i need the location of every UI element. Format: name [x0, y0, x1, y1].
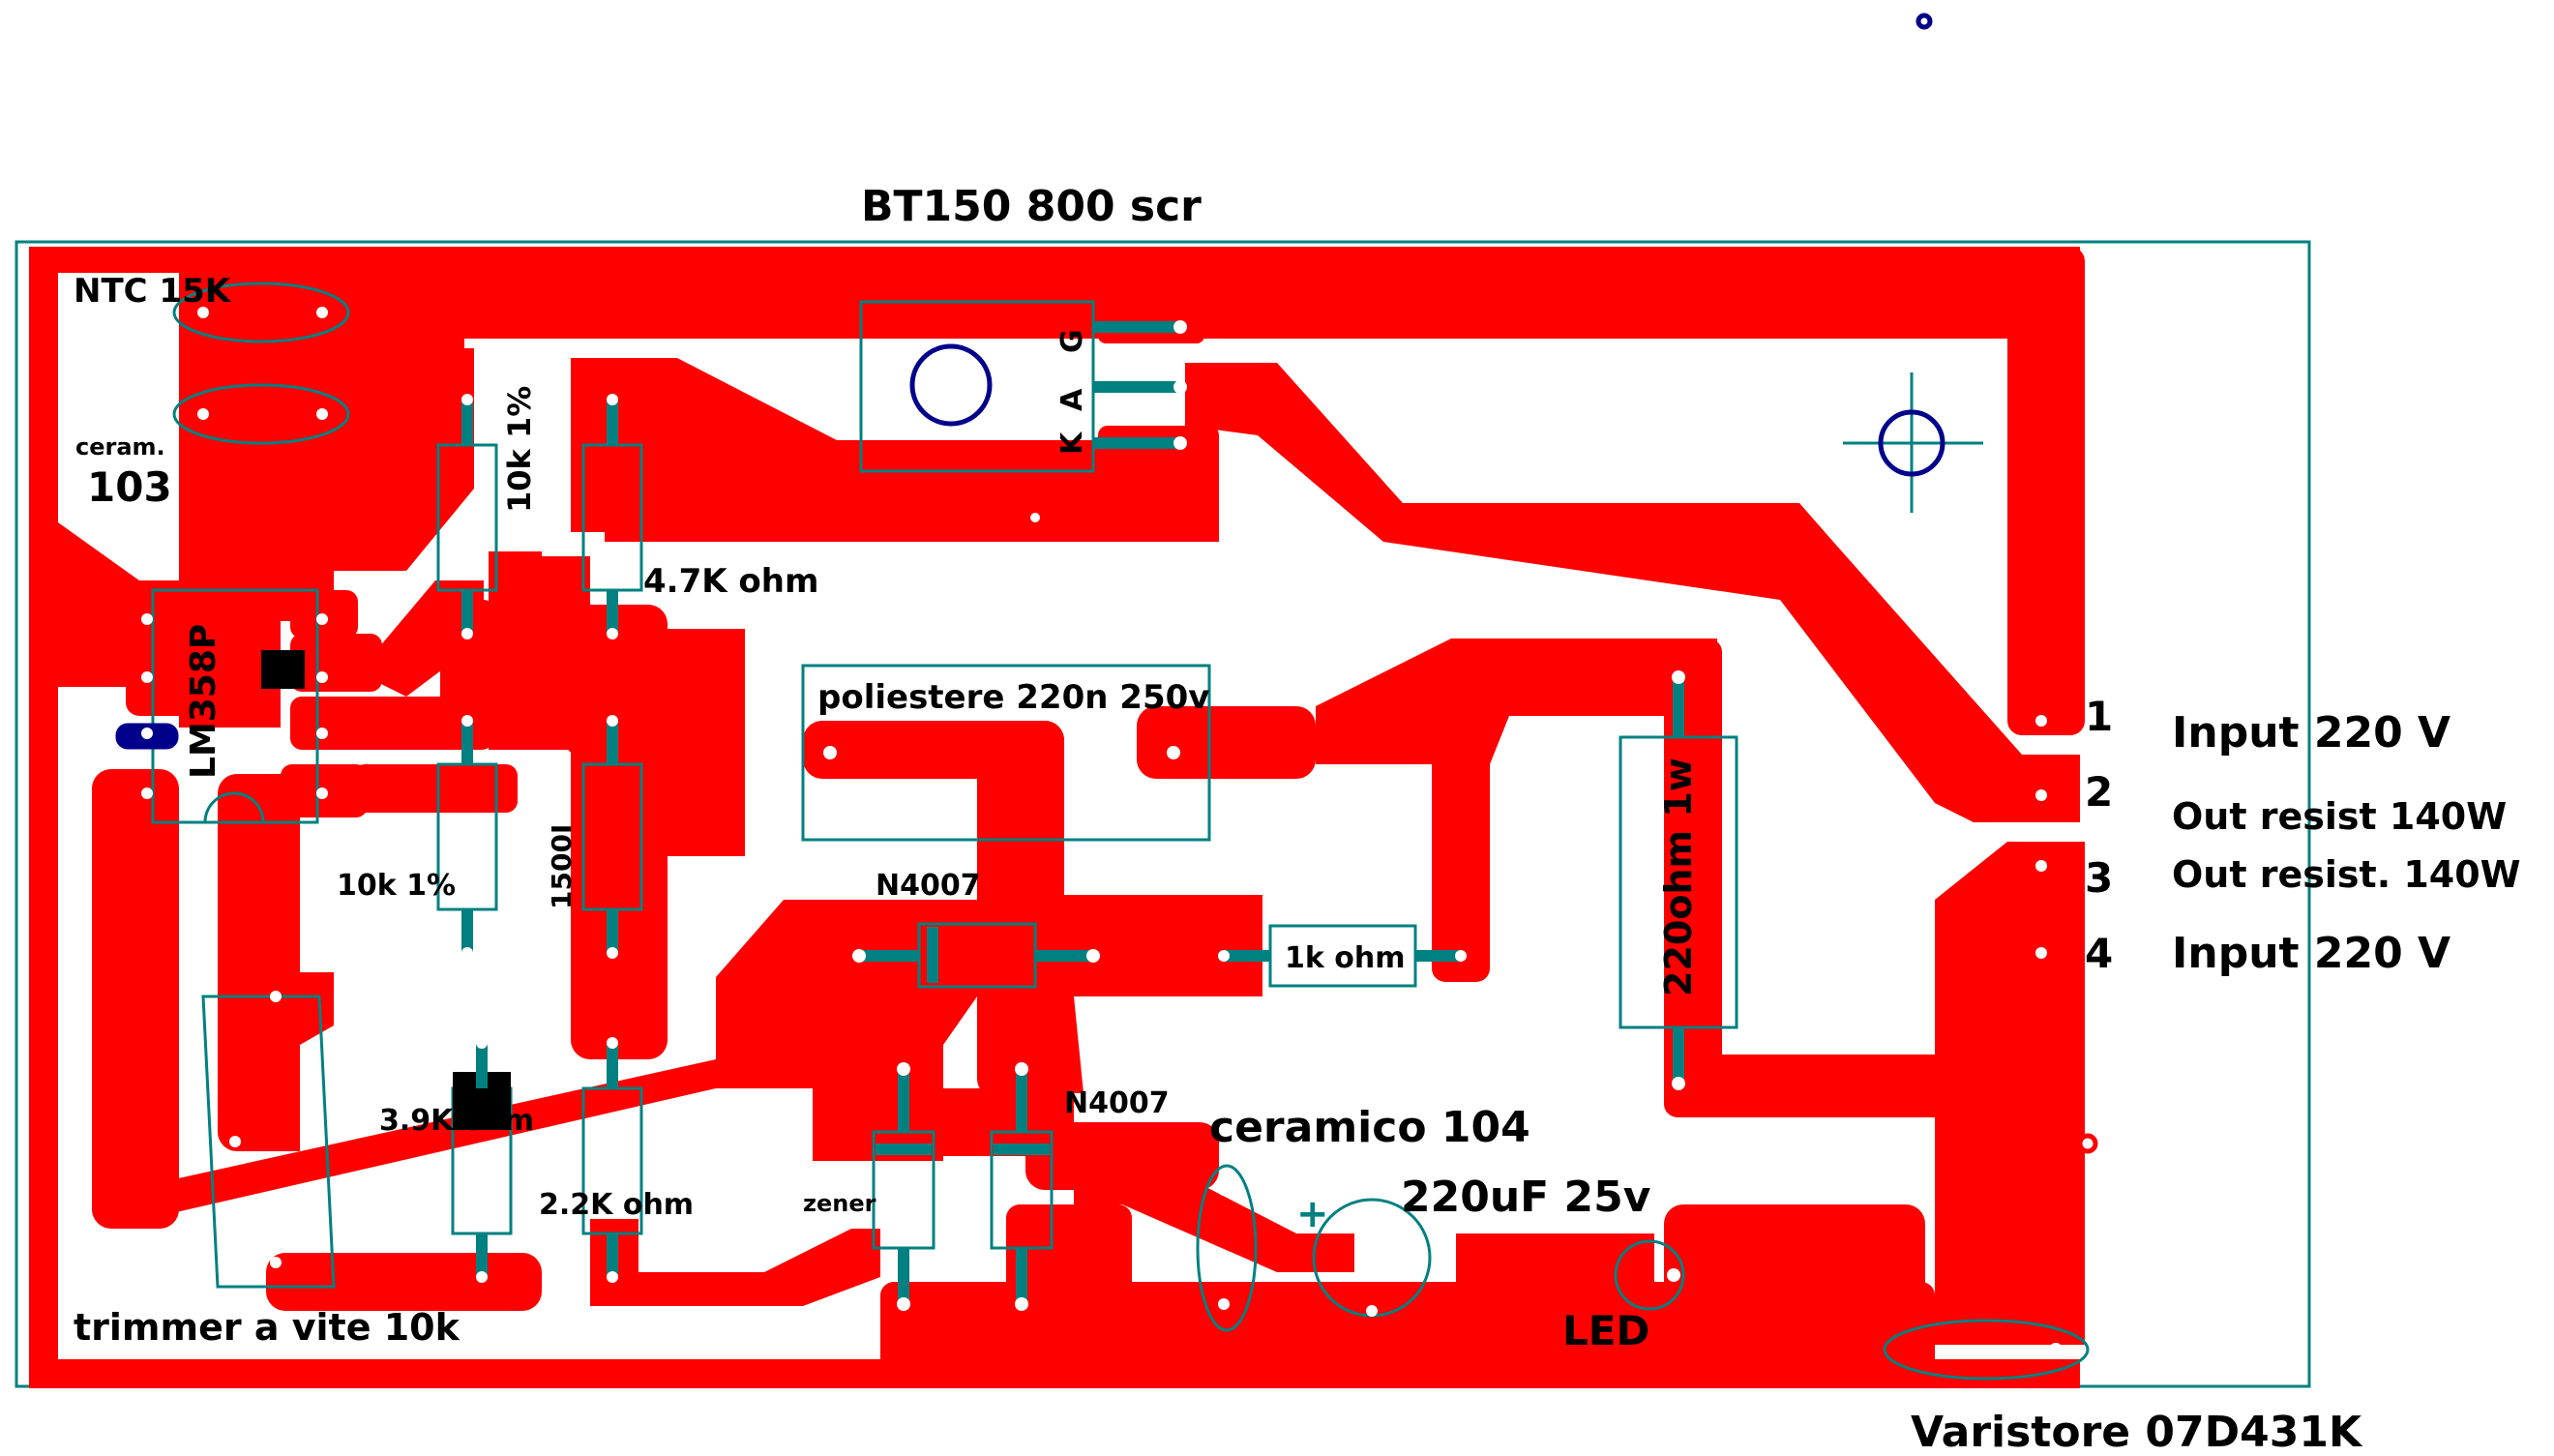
resistor-4k7-label: 4.7K ohm [643, 562, 818, 601]
diode-1-label: N4007 [876, 869, 981, 903]
ceram-cap-outline [172, 383, 350, 445]
electrolytic-label: 220uF 25v [1401, 1173, 1651, 1222]
zener-label: zener [803, 1190, 876, 1217]
connector-pin-1-label: Input 220 V [2172, 708, 2450, 758]
scr-pin-k: K [1055, 431, 1089, 455]
resistor-2k2-label: 2.2K ohm [539, 1188, 694, 1222]
scr-tab-circle [909, 343, 993, 427]
led-label: LED [1562, 1307, 1649, 1354]
resistor-1500-label: 1500I [546, 824, 578, 909]
connector-labels: 1 Input 220 V 2 Out resist 140W 3 Out re… [2085, 693, 2521, 978]
diode-2-label: N4007 [1064, 1086, 1170, 1120]
connector-pin-4-number: 4 [2085, 930, 2113, 977]
resistor-10k-top-label: 10k 1% [501, 386, 538, 513]
copper-layer [29, 247, 2085, 1388]
pad-holes [141, 307, 2098, 1356]
scr-pin-g: G [1055, 329, 1089, 353]
led-outline [1614, 1239, 1685, 1311]
board-title: BT150 800 scr [861, 182, 1202, 231]
resistor-220-label: 220ohm 1w [1657, 758, 1700, 996]
ceramic-104-label: ceramico 104 [1209, 1103, 1530, 1152]
ntc-label: NTC 15K [74, 272, 232, 311]
connector-pin-2-number: 2 [2085, 768, 2113, 816]
lm358-outline [151, 588, 319, 824]
poly-cap-label: poliestere 220n 250v [817, 678, 1209, 717]
ceram-label: ceram. [75, 433, 165, 461]
connector-pin-3-label: Out resist. 140W [2172, 853, 2521, 896]
scr-pin-a: A [1055, 388, 1089, 411]
resistor-1k-label: 1k ohm [1285, 941, 1406, 975]
varistor-outline [1883, 1319, 2090, 1381]
opamp-label: LM358P [184, 624, 223, 779]
ceramic-104-outline [1196, 1164, 1258, 1332]
connector-pin-1-number: 1 [2085, 693, 2113, 740]
lm358-notch [203, 791, 265, 823]
lead-layer [461, 321, 1684, 1304]
connector-pin-3-number: 3 [2085, 854, 2113, 902]
connector-pin-4-label: Input 220 V [2172, 929, 2450, 978]
via-top-right [1916, 13, 1933, 30]
electrolytic-plus: + [1296, 1192, 1329, 1236]
trimmer-label: trimmer a vite 10k [74, 1306, 460, 1349]
mounting-hole [1878, 409, 1945, 477]
varistor-label: Varistore 07D431K [1911, 1408, 2363, 1456]
resistor-10k-bottom-label: 10k 1% [337, 869, 456, 903]
connector-pin-2-label: Out resist 140W [2172, 795, 2507, 838]
resistor-3k9-label: 3.9K ohm [379, 1104, 534, 1138]
ntc-outline-1 [172, 282, 350, 343]
ceram-value-label: 103 [87, 463, 172, 511]
poly-cap-outline [801, 664, 1211, 842]
